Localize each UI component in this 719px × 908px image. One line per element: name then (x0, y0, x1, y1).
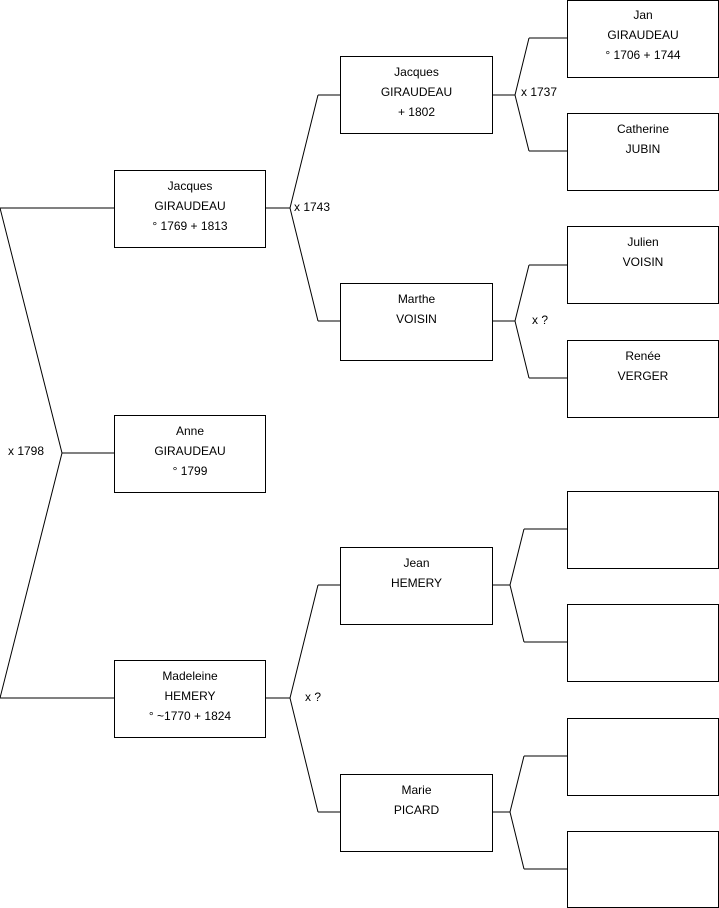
person-box-empty[interactable] (567, 718, 719, 796)
person-box-mother[interactable]: Madeleine HEMERY ° ~1770 + 1824 (114, 660, 266, 738)
marriage-label-parents: x 1798 (8, 444, 45, 458)
first-name: Marie (401, 783, 432, 797)
first-name: Catherine (616, 122, 670, 136)
dates: + 1802 (397, 105, 436, 119)
marriage-label-giraudeau-jubin: x 1737 (521, 85, 558, 99)
person-box-empty[interactable] (567, 604, 719, 682)
person-box-father[interactable]: Jacques GIRAUDEAU ° 1769 + 1813 (114, 170, 266, 248)
marriage-label-paternal: x 1743 (294, 200, 331, 214)
surname: GIRAUDEAU (607, 28, 679, 42)
surname: GIRAUDEAU (154, 444, 226, 458)
surname: VOISIN (622, 255, 664, 269)
first-name: Renée (625, 349, 661, 363)
first-name: Madeleine (162, 669, 218, 683)
person-box-maternal-grandmother[interactable]: Marie PICARD (340, 774, 493, 852)
person-box-paternal-grandfather[interactable]: Jacques GIRAUDEAU + 1802 (340, 56, 493, 134)
first-name: Jan (633, 8, 653, 22)
person-box-renee-verger[interactable]: Renée VERGER (567, 340, 719, 418)
first-name: Jean (403, 556, 430, 570)
marriage-label-voisin-verger: x ? (532, 313, 549, 327)
first-name: Julien (627, 235, 659, 249)
surname: GIRAUDEAU (380, 85, 453, 99)
first-name: Jacques (394, 65, 439, 79)
first-name: Marthe (397, 292, 436, 306)
person-box-jan-giraudeau[interactable]: Jan GIRAUDEAU ° 1706 + 1744 (567, 0, 719, 78)
person-box-paternal-grandmother[interactable]: Marthe VOISIN (340, 283, 493, 361)
dates: ° ~1770 + 1824 (148, 709, 232, 723)
marriage-label-maternal: x ? (305, 690, 322, 704)
surname: VERGER (617, 369, 669, 383)
person-box-empty[interactable] (567, 491, 719, 569)
surname: PICARD (393, 803, 440, 817)
person-box-julien-voisin[interactable]: Julien VOISIN (567, 226, 719, 304)
dates: ° 1706 + 1744 (605, 48, 681, 62)
person-box-empty[interactable] (567, 831, 719, 908)
surname: HEMERY (390, 576, 443, 590)
surname: GIRAUDEAU (154, 199, 226, 213)
surname: HEMERY (164, 689, 216, 703)
person-box-anne-giraudeau[interactable]: Anne GIRAUDEAU ° 1799 (114, 415, 266, 493)
first-name: Anne (175, 424, 205, 438)
person-box-maternal-grandfather[interactable]: Jean HEMERY (340, 547, 493, 625)
dates: ° 1799 (172, 464, 208, 478)
dates: ° 1769 + 1813 (152, 219, 228, 233)
first-name: Jacques (167, 179, 213, 193)
surname: JUBIN (625, 142, 661, 156)
surname: VOISIN (396, 312, 437, 326)
person-box-catherine-jubin[interactable]: Catherine JUBIN (567, 113, 719, 191)
